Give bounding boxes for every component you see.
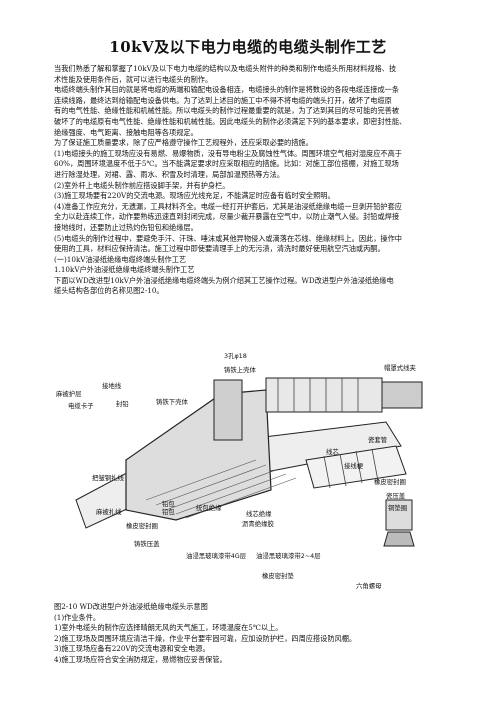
text-line: 绝缘强度、电气距离、接触电阻等各项规定。: [54, 127, 198, 137]
label-cast-iron-press: 铸铁压盖: [134, 539, 160, 548]
text-line: 使用的工具，材料应保持清洁。施工过程中即使要清理手上的无污渍，清洗时最好使用航空…: [54, 244, 385, 254]
label-oil-tape-2: 油浸黑玻璃漆带2~4层: [256, 551, 321, 560]
label-rubber-seal-2: 橡皮密封圈: [126, 521, 158, 530]
caption-and-conditions: 图2-10 WD改进型户外油浸纸绝缘电缆头示意图 (1)作业条件。 1)室外电缆…: [54, 602, 454, 666]
label-cap: 帽罩式线夹: [384, 363, 417, 372]
text-line: 进行除湿处理，对裙、露、雨水、积雪及时清理，局部加温预热等方法。: [54, 169, 285, 179]
label-porcelain: 瓷套管: [368, 435, 387, 444]
label-armor-bind: 麻被扎线: [96, 507, 122, 516]
label-seal: 封铅: [116, 399, 129, 408]
subsection-heading: 1.10kV户外油浸纸绝缘电缆终端头制作工艺: [54, 265, 195, 275]
label-cast-iron-lower: 铸铁下壳体: [156, 397, 189, 406]
text-line: 破坏了的电缆原有电气性能、绝缘性能和机械性能。因此电缆头的制作必须满足下列的基本…: [54, 116, 407, 126]
porcelain-bushing: [265, 377, 423, 413]
label-pressure-plate: 瓷压盖: [386, 491, 406, 500]
label-rubber-seal-1: 橡皮密封圈: [374, 477, 406, 486]
text-line: 60%，周围环境温度不低于5℃。当不能满足要求时应采取相应的措施。比如：对施工部…: [54, 159, 399, 169]
text-line: 3)施工现场应备有220V的交流电源和安全电源。: [54, 644, 210, 654]
lower-bushing: [305, 445, 415, 547]
label-ground-wire: 接地线: [102, 381, 122, 390]
label-top: 3孔φ18: [224, 352, 247, 360]
intro-text: 当我们熟悉了解和掌握了10kV及以下电力电缆的结构以及电缆头附件的种类和制作电缆…: [54, 64, 454, 297]
text-line: 下面以WD改进型10kV户外油浸纸绝缘电缆终端头为例介绍其工艺操作过程。WD改进…: [54, 275, 394, 285]
figure-caption: 图2-10 WD改进型户外油浸纸绝缘电缆头示意图: [54, 602, 208, 611]
text-line: (1)电缆接头的施工现场应没有易燃、易爆物质，没有导电粉尘及腐蚀性气体。周围环境…: [54, 148, 402, 158]
label-armor-layer: 麻被护层: [56, 389, 82, 398]
text-line: 全力以赴连续工作，动作要熟练迅速直到封闭完成，尽量少裁开暴露在空气中，以防止潮气…: [54, 212, 400, 222]
label-lead-wire: 接线梗: [344, 461, 364, 470]
label-lead-pack: 铅包: [162, 507, 175, 516]
section-heading: (一)10kV油浸纸绝缘电缆终端头制作工艺: [54, 254, 187, 264]
label-rubber-pad: 橡皮密封垫: [262, 571, 295, 580]
label-oil-tape-1: 油浸黑玻璃漆带4G层: [186, 551, 247, 560]
text-line: 当我们熟悉了解和掌握了10kV及以下电力电缆的结构以及电缆头附件的种类和制作电缆…: [54, 64, 397, 73]
label-core: 线芯: [326, 447, 339, 456]
text-line: 1)室外电缆头的制作应选择晴朗无风的天气施工，环境温度在5℃以上。: [54, 623, 283, 633]
text-line: (5)电缆头的制作过程中，要避免手汗、汗珠、唾沫或其他异物侵入或滴落在芯线、绝缘…: [54, 233, 402, 243]
label-lead-sheath: 铅包: [162, 499, 175, 508]
label-steel-strip: 把皱钢扎线: [92, 473, 125, 482]
label-tape: 统包绝缘: [196, 503, 222, 512]
label-cable-clamp: 电缆卡子: [68, 401, 94, 410]
document-title: 10kV及以下电力电缆的电缆头制作工艺: [109, 38, 387, 56]
text-line: 为了保证施工质量要求，除了应严格遵守操作工艺规程外，还应采取必要的措施。: [54, 138, 313, 148]
text-line: 有的电气性能、绝缘性能和机械性能。所以电缆头的制作过程最重要的就是，为了达到其目…: [54, 106, 400, 116]
label-cast-iron-upper: 铸铁上壳体: [224, 365, 257, 374]
text-line: 电缆终端头制作其目的就是将电缆的两端和输配电设备相连，电缆接头的制作是将数设的各…: [54, 85, 400, 95]
label-core-insul: 线芯绝缘: [246, 509, 272, 518]
text-line: (3)施工现场要有220V的交流电源。现场应光线充足，不能满足时应备有临时安全照…: [54, 191, 335, 201]
text-line: (2)室外杆上电缆头制作前应搭设脚手架，并有护身栏。: [54, 180, 230, 190]
cable-head-diagram: 3孔φ18 铸铁上壳体 帽罩式线夹 麻被护层 接地线 电缆卡子 封铅 铸铁下壳体…: [56, 352, 423, 590]
text-line: 4)施工现场应符合安全消防规定，易燃物应妥善保管。: [54, 654, 227, 664]
label-copper-bolt: 铜垫圈: [388, 503, 407, 512]
text-line: 2)施工现场及周围环境应清洁干燥，作业平台要牢固可靠，应加设防护栏，四周应搭设防…: [54, 633, 357, 643]
text-line: (4)准备工作应充分，无遗漏，工具材料齐全。电缆一经打开护套后，尤其是油浸纸绝缘…: [54, 201, 402, 211]
label-hex-nut: 六角螺母: [356, 581, 382, 590]
text-line: 连续线路，最终达到给输配电设备供电。为了达到上述目的施工中不得不将电缆的端头打开…: [54, 95, 392, 105]
text-line: (1)作业条件。: [54, 612, 101, 622]
text-line: 术性能及使用条件后，就可以进行电缆头的制作。: [54, 74, 213, 84]
text-line: 接地线时，还要防止过热灼伤铅包和绝缘层。: [54, 222, 198, 232]
text-line: 缆头结构各部位的名称见图2-10。: [54, 286, 164, 296]
label-resin-tape: 沥青绝缘胶: [242, 519, 275, 528]
